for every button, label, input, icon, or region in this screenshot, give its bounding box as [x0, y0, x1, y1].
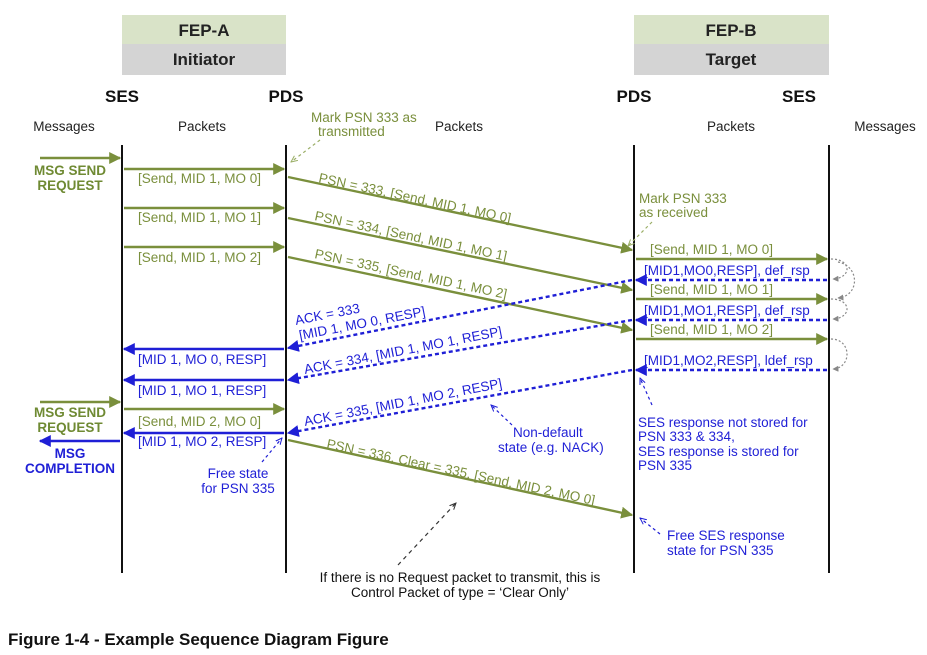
free-b-note-b: state for PSN 335	[667, 543, 774, 558]
ack-334-arrow	[286, 318, 633, 385]
label-messages-b: Messages	[854, 119, 916, 134]
non-default-note-a: Non-default	[513, 425, 583, 440]
ses-note-2: PSN 333 & 334,	[638, 429, 735, 444]
ack-333-arrow	[286, 278, 633, 352]
ses-b-loop-link	[837, 261, 855, 301]
fep-b-name: FEP-B	[706, 21, 757, 40]
mark-tx-leader	[291, 139, 321, 162]
ses-note-leader	[639, 378, 653, 406]
ses-note-3: SES response is stored for	[638, 444, 799, 459]
msg-send-label-1a: MSG SEND	[34, 163, 106, 178]
ses-b-loop-1	[830, 258, 848, 282]
b-resp-label-1: [MID1,MO0,RESP], def_rsp	[644, 263, 810, 278]
ses-b-loop-3	[830, 338, 848, 372]
label-packets-mid: Packets	[435, 119, 483, 134]
ses-b-loop-2	[830, 298, 848, 322]
clear-note-leader	[397, 503, 456, 566]
free-a-note-a: Free state	[208, 466, 269, 481]
mark-tx-note-a: Mark PSN 333 as	[311, 110, 417, 125]
fep-b-name-box	[634, 15, 829, 44]
free-b-note-a: Free SES response	[667, 528, 785, 543]
fep-b-header: FEP-B Target	[634, 15, 829, 75]
clear-note-b: Control Packet of type = ‘Clear Only’	[351, 585, 569, 600]
msg-send-label-2b: REQUEST	[37, 420, 103, 435]
msg-send-label-1b: REQUEST	[37, 178, 103, 193]
a-send-label-2: [Send, MID 1, MO 1]	[138, 210, 261, 225]
b-send-label-3: [Send, MID 1, MO 2]	[650, 322, 773, 337]
a-resp-label-1: [MID 1, MO 0, RESP]	[138, 352, 266, 367]
psn-336-arrow	[287, 438, 634, 519]
a-resp-label-2: [MID 1, MO 1, RESP]	[138, 383, 266, 398]
ack-335-label: ACK = 335, [MID 1, MO 2, RESP]	[303, 376, 504, 429]
fep-a-header: FEP-A Initiator	[122, 15, 286, 75]
non-default-note-b: state (e.g. NACK)	[498, 440, 604, 455]
a-send-label-4: [Send, MID 2, MO 0]	[138, 414, 261, 429]
label-packets-a: Packets	[178, 119, 226, 134]
mark-rx-note-a: Mark PSN 333	[639, 191, 727, 206]
b-send-label-2: [Send, MID 1, MO 1]	[650, 282, 773, 297]
free-a-leader	[261, 438, 282, 463]
col-ses-a: SES	[105, 87, 139, 106]
a-send-label-3: [Send, MID 1, MO 2]	[138, 250, 261, 265]
col-ses-b: SES	[782, 87, 816, 106]
label-messages-a: Messages	[33, 119, 95, 134]
clear-note-a: If there is no Request packet to transmi…	[320, 570, 601, 585]
label-packets-b: Packets	[707, 119, 755, 134]
free-b-leader	[640, 518, 661, 535]
msg-send-label-2a: MSG SEND	[34, 405, 106, 420]
ses-note-1: SES response not stored for	[638, 415, 808, 430]
mark-rx-note-b: as received	[639, 205, 708, 220]
fep-b-role: Target	[706, 50, 757, 69]
fep-a-name-box	[122, 15, 286, 44]
a-resp-label-3: [MID 1, MO 2, RESP]	[138, 434, 266, 449]
b-send-label-1: [Send, MID 1, MO 0]	[650, 242, 773, 257]
psn-334-arrow	[287, 216, 634, 294]
free-a-note-b: for PSN 335	[201, 481, 275, 496]
fep-a-role: Initiator	[173, 50, 236, 69]
mark-tx-note-b: transmitted	[318, 124, 385, 139]
a-send-label-1: [Send, MID 1, MO 0]	[138, 171, 261, 186]
msg-completion-label-b: COMPLETION	[25, 461, 115, 476]
figure-caption: Figure 1-4 - Example Sequence Diagram Fi…	[8, 630, 389, 649]
ses-note-4: PSN 335	[638, 458, 692, 473]
b-resp-label-2: [MID1,MO1,RESP], def_rsp	[644, 303, 810, 318]
psn-335-arrow	[287, 255, 634, 334]
fep-a-name: FEP-A	[179, 21, 230, 40]
fep-a-role-box	[122, 44, 286, 75]
non-default-leader	[491, 405, 513, 426]
psn-333-arrow	[287, 175, 634, 254]
ack-335-arrow	[286, 368, 633, 437]
b-resp-label-3: [MID1,MO2,RESP], ldef_rsp	[644, 353, 813, 368]
col-pds-b: PDS	[617, 87, 652, 106]
msg-completion-label-a: MSG	[55, 446, 86, 461]
col-pds-a: PDS	[269, 87, 304, 106]
fep-b-role-box	[634, 44, 829, 75]
mark-rx-leader	[628, 221, 653, 246]
